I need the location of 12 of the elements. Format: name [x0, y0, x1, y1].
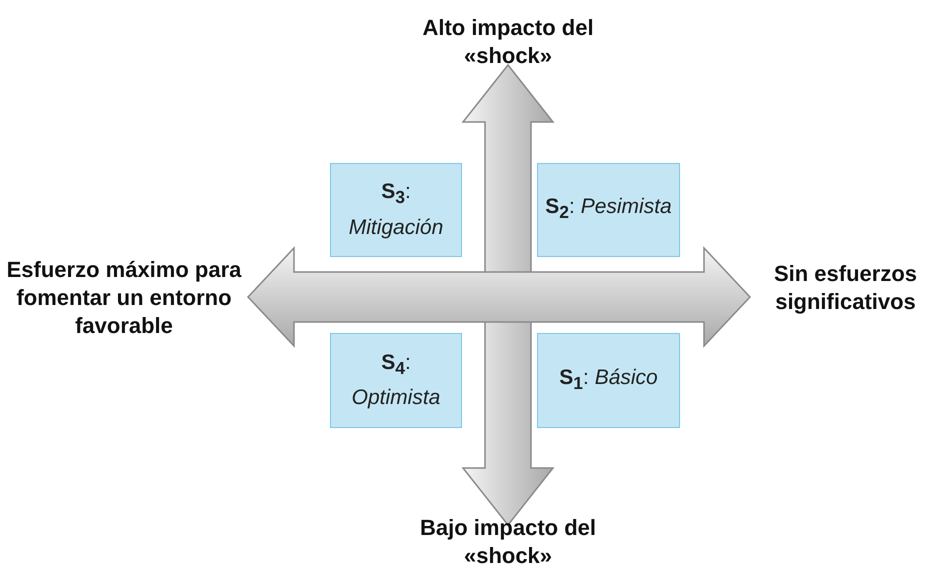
axis-end-label: Esfuerzo máximo para fomentar un entorno favorable [6, 256, 242, 340]
scenario-label: S$_{4}$: Optimista [350, 350, 442, 412]
scenario-label: S$_{2}$: Pesimista [545, 194, 672, 225]
scenario-box [537, 163, 680, 257]
scenario-box [330, 333, 462, 428]
axis-end-label: Bajo impacto del «shock» [418, 514, 598, 570]
axis-end-label: Alto impacto del «shock» [421, 14, 595, 70]
scenario-box [537, 333, 680, 428]
axis-end-label: Sin esfuerzos significativos [772, 260, 918, 316]
scenario-label: S$_{1}$: Básico [559, 364, 658, 396]
scenario-box [330, 163, 462, 257]
scenario-label: S$_{3}$: Mitigación [348, 179, 444, 241]
